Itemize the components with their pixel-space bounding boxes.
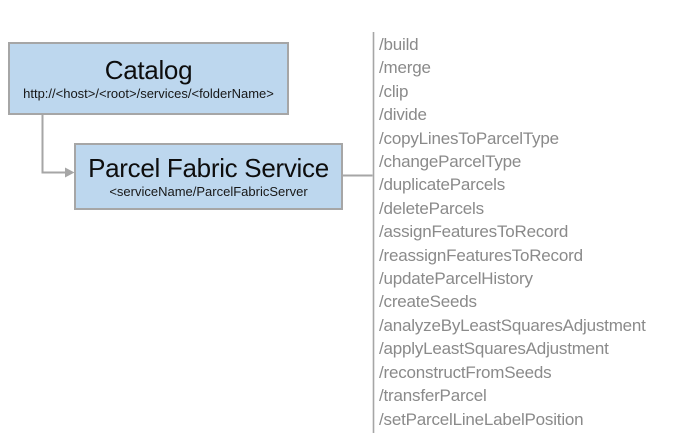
endpoint-item: /applyLeastSquaresAdjustment xyxy=(379,339,609,359)
endpoint-item: /reconstructFromSeeds xyxy=(379,362,552,382)
endpoint-item: /transferParcel xyxy=(379,386,487,406)
endpoint-item: /setParcelLineLabelPosition xyxy=(379,409,584,429)
endpoint-item: /createSeeds xyxy=(379,292,477,312)
endpoint-item: /deleteParcels xyxy=(379,198,484,218)
endpoint-item: /duplicateParcels xyxy=(379,175,506,195)
endpoint-item: /clip xyxy=(379,81,409,101)
endpoint-list: /build/merge/clip/divide/copyLinesToParc… xyxy=(379,33,646,431)
endpoint-item: /assignFeaturesToRecord xyxy=(379,222,569,242)
endpoint-item: /analyzeByLeastSquaresAdjustment xyxy=(379,315,646,335)
catalog-url: http://<host>/<root>/services/<folderNam… xyxy=(23,86,274,101)
service-title: Parcel Fabric Service xyxy=(88,153,329,183)
endpoint-item: /build xyxy=(379,35,419,54)
endpoint-item: /merge xyxy=(379,58,431,78)
endpoint-item: /reassignFeaturesToRecord xyxy=(379,245,583,265)
endpoint-item: /divide xyxy=(379,105,427,125)
endpoint-item: /updateParcelHistory xyxy=(379,269,533,289)
endpoint-item: /changeParcelType xyxy=(379,152,522,172)
catalog-title: Catalog xyxy=(104,55,193,85)
catalog-to-service-connector xyxy=(41,115,66,174)
endpoint-item: /copyLinesToParcelType xyxy=(379,128,559,148)
catalog-box: Catalog http://<host>/<root>/services/<f… xyxy=(8,42,289,115)
service-box: Parcel Fabric Service <serviceName/Parce… xyxy=(74,143,343,210)
service-subtitle: <serviceName/ParcelFabricServer xyxy=(109,184,308,199)
